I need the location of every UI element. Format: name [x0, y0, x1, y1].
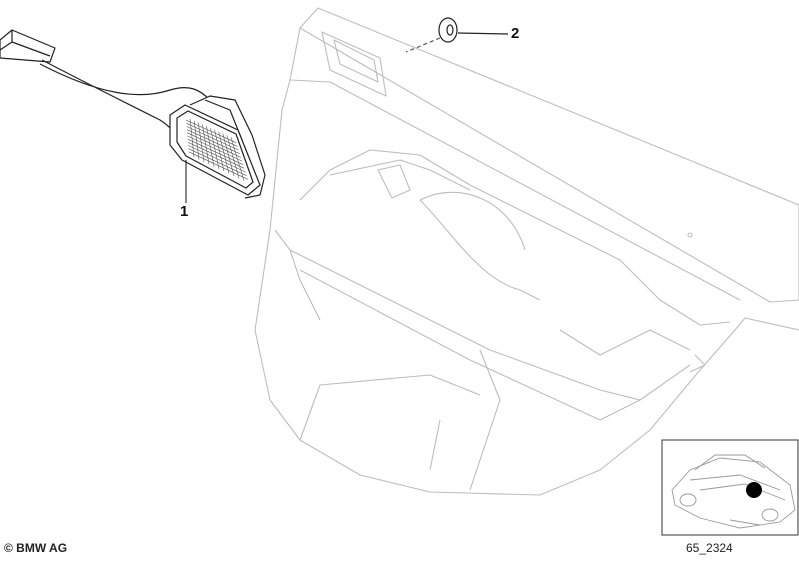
car-wheel-rear [761, 508, 779, 522]
car-thumbnail [671, 454, 796, 529]
map-pocket-left [299, 374, 481, 441]
armrest-upper-contour [329, 159, 471, 191]
door-rail-lower-edge [289, 27, 741, 301]
grab-handle-curve [419, 191, 526, 251]
window-switch-recess [321, 31, 387, 97]
car-belt-line [689, 474, 781, 491]
grille-line-v [230, 137, 245, 181]
grille-line-h [188, 148, 247, 176]
part-2-washer [405, 17, 509, 53]
window-switch-recess-inner [333, 39, 379, 83]
callout-1[interactable]: 1 [180, 203, 189, 220]
armrest-top-edge [299, 149, 731, 326]
copyright-notice: © BMW AG [4, 541, 68, 555]
map-pocket-seam [429, 419, 441, 471]
panel-clip-notch [689, 354, 706, 373]
grab-handle-lower [419, 199, 541, 301]
car-location-inset [661, 439, 799, 536]
car-body-outline [671, 457, 796, 529]
washer-dash-line [405, 37, 441, 53]
washer-outer [438, 17, 458, 43]
car-wheel-front [679, 493, 697, 507]
map-pocket-top [289, 249, 641, 401]
car-sill-line [729, 519, 761, 526]
map-pocket-inner [299, 269, 601, 421]
door-trim-panel [254, 7, 799, 496]
armrest-lower-edge [559, 329, 691, 356]
connector-face-line [11, 41, 51, 57]
door-top-rail [299, 7, 799, 303]
pocket-right-edge [599, 364, 691, 421]
map-pocket-divider [469, 349, 501, 491]
location-marker [746, 482, 762, 498]
speaker-grille-mesh [186, 118, 248, 181]
speaker-cable-upper [39, 63, 211, 101]
door-handle-recess [377, 164, 411, 199]
diagram-code: 65_2324 [686, 541, 733, 555]
car-roof-line [694, 454, 766, 471]
mounting-hole [687, 232, 693, 238]
part-1-loudspeaker [0, 29, 266, 199]
inset-frame [661, 439, 799, 536]
car-door-line [699, 483, 786, 501]
door-panel-outline [254, 79, 799, 496]
speaker-grille-border [176, 110, 254, 189]
speaker-cable-lower [41, 59, 179, 141]
connector-plug [0, 29, 56, 63]
grille-line-h [188, 151, 248, 180]
leader-line-2 [457, 32, 509, 35]
callout-2[interactable]: 2 [511, 25, 520, 42]
washer-hole [446, 24, 454, 36]
panel-left-contour [274, 229, 321, 321]
